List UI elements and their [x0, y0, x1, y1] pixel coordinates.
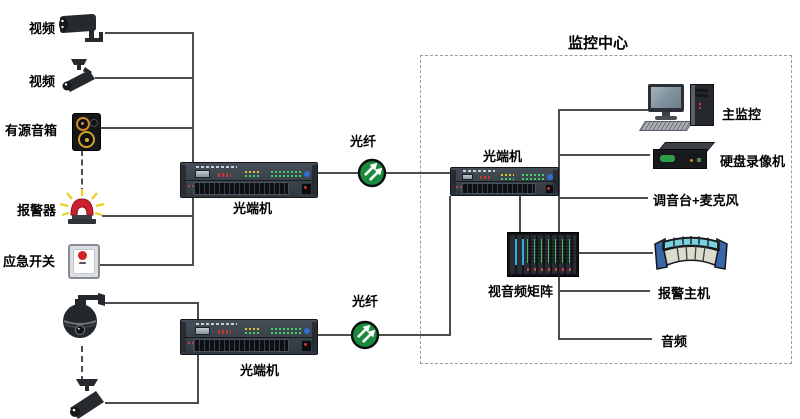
- optical-terminal-device-3: [180, 319, 318, 355]
- connector-line: [559, 109, 650, 111]
- av-matrix-label: 视音频矩阵: [488, 284, 554, 299]
- alarm-label: 报警器: [17, 203, 57, 218]
- dome-camera-icon: [60, 293, 106, 343]
- connector-line: [95, 77, 193, 79]
- hdd-recorder-label: 硬盘录像机: [720, 154, 786, 169]
- bullet-camera-icon: [54, 8, 108, 48]
- control-desk-icon: [652, 229, 730, 272]
- optical-terminal-1-label: 光端机: [233, 201, 273, 216]
- fiber-link-line: [318, 334, 451, 336]
- connector-line: [559, 252, 653, 254]
- dvr-icon: [653, 142, 716, 169]
- connector-line: [559, 338, 652, 340]
- bus-line-left-top: [192, 32, 194, 266]
- optical-terminal-3-label: 光端机: [240, 363, 280, 378]
- bus-line-center: [558, 109, 560, 340]
- optical-terminal-2-label: 光端机: [483, 149, 523, 164]
- connector-line: [105, 32, 193, 34]
- dashed-link-line: [81, 150, 83, 194]
- connector-line: [519, 194, 521, 234]
- connector-line: [103, 302, 199, 304]
- emergency-button-icon: [68, 244, 100, 279]
- connector-line: [559, 154, 650, 156]
- audio-label: 音频: [661, 334, 688, 349]
- connector-line: [97, 264, 193, 266]
- fiber-1-label: 光纤: [350, 134, 377, 149]
- emergency-switch-label: 应急开关: [3, 254, 56, 269]
- connector-line: [559, 197, 648, 199]
- alarm-siren-icon: [58, 188, 106, 226]
- fiber-2-label: 光纤: [352, 294, 379, 309]
- speaker-label: 有源音箱: [5, 123, 58, 138]
- video1-label: 视频: [29, 21, 56, 36]
- desktop-computer-icon: [638, 84, 716, 131]
- fiber-return-line: [449, 196, 451, 336]
- av-matrix-device: [507, 232, 579, 277]
- mixer-mic-label: 调音台+麦克风: [653, 193, 739, 208]
- connector-line: [105, 402, 199, 404]
- optical-terminal-device-1: [180, 162, 318, 198]
- fiber-connector-icon: [350, 320, 380, 350]
- dashed-link-line: [81, 346, 83, 382]
- video2-label: 视频: [29, 74, 56, 89]
- bullet-camera-2-icon: [66, 378, 108, 419]
- connector-line: [559, 290, 650, 292]
- speaker-icon: [72, 113, 101, 151]
- monitoring-center-title: 监控中心: [568, 35, 629, 52]
- connector-line: [102, 215, 193, 217]
- box-camera-icon: [58, 56, 98, 96]
- connector-line: [95, 127, 193, 129]
- main-monitor-label: 主监控: [722, 107, 762, 122]
- alarm-host-label: 报警主机: [658, 286, 711, 301]
- fiber-connector-icon: [357, 158, 387, 188]
- optical-terminal-device-2: [450, 167, 559, 196]
- monitoring-center-boundary: [420, 55, 792, 364]
